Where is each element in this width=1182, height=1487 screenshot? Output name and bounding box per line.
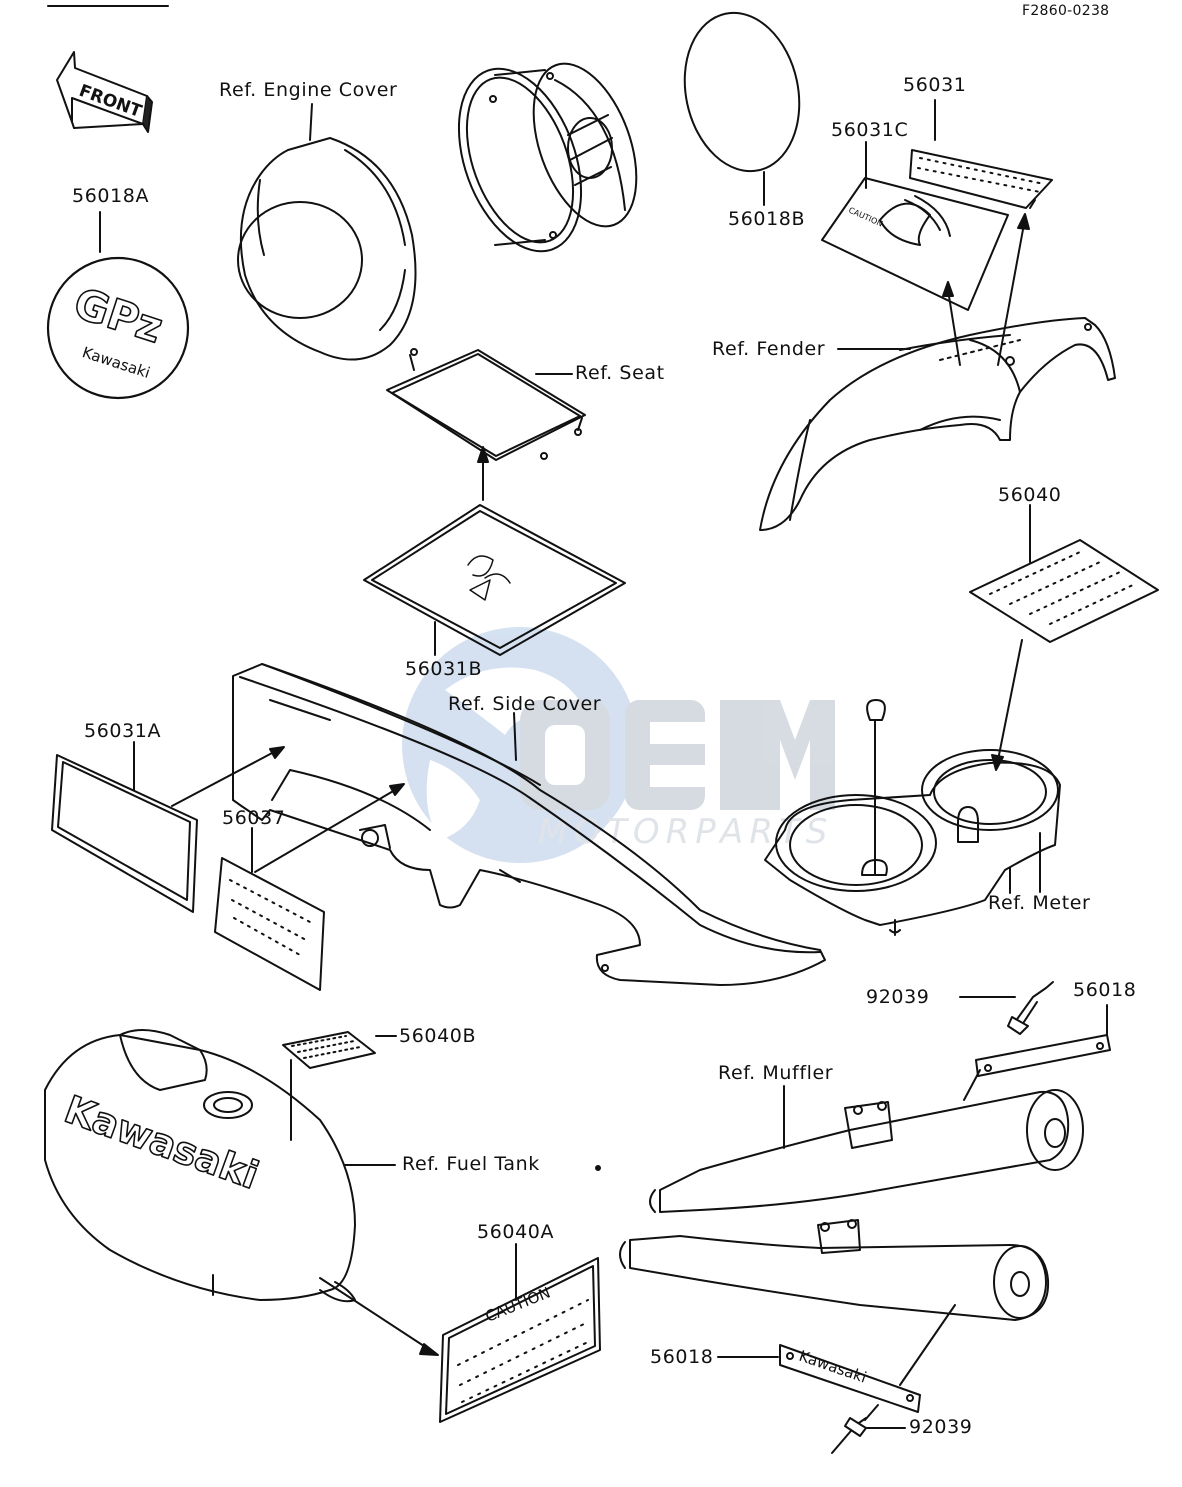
badge-56018A: GPz Kawasaki [46,211,190,400]
label-56031: 56031 [903,74,967,96]
label-56018B: 56018B [728,208,806,230]
headlight-body [457,62,638,253]
fastener-92039-bottom [831,1404,906,1454]
decal-56031B [363,504,626,656]
tank-brand-text: Kawasaki [59,1087,264,1198]
label-meter: Ref. Meter [988,892,1091,914]
label-56040A: 56040A [477,1221,555,1243]
label-56018A: 56018A [72,185,150,207]
label-56031A: 56031A [84,720,162,742]
label-engine-cover: Ref. Engine Cover [219,79,398,101]
label-side-cover: Ref. Side Cover [448,693,602,715]
engine-cover [237,103,417,361]
label-fender: Ref. Fender [712,338,826,360]
emblem-56018-bottom: Kawasaki [717,1344,921,1413]
fastener-92039-top [959,981,1054,1035]
decal-56040A: CAUTION [319,1243,601,1423]
decal-56031C: CAUTION [821,141,1009,311]
muffler-emblem-text: Kawasaki [797,1347,869,1387]
decal-56031 [909,99,1053,209]
label-seat: Ref. Seat [575,362,665,384]
label-56040: 56040 [998,484,1062,506]
label-muffler: Ref. Muffler [718,1062,834,1084]
caution-decal-text: CAUTION [483,1283,553,1325]
fender [759,317,1116,531]
front-arrow: FRONT [56,51,153,133]
decal-56040 [969,504,1159,643]
watermark: MOTORPARTS [402,627,835,863]
badge-kawasaki-text: Kawasaki [80,343,152,382]
label-56037: 56037 [222,807,286,829]
label-56040B: 56040B [399,1025,477,1047]
muffler-lower [619,1219,1050,1386]
speck [595,1165,601,1171]
decal-56037 [214,783,405,991]
lens-56018B [683,11,801,206]
label-56031B: 56031B [405,658,483,680]
badge-gpz-text: GPz [68,278,168,352]
seat-panel [386,348,586,501]
fuel-tank: Kawasaki [44,1029,356,1303]
diagram-code: F2860-0238 [1022,3,1110,19]
bracket-56018-top [963,1004,1111,1101]
label-56031C: 56031C [831,119,909,141]
fender-arrows [942,213,1030,366]
muffler-upper [649,1085,1084,1213]
watermark-subtitle: MOTORPARTS [538,812,833,852]
decal-56040B [282,1031,397,1141]
label-56018-top: 56018 [1073,979,1137,1001]
side-cover [232,663,826,986]
label-92039-top: 92039 [866,986,930,1008]
caution-decal-small-text: CAUTION [847,206,884,229]
label-92039-bottom: 92039 [909,1416,973,1438]
label-fuel-tank: Ref. Fuel Tank [402,1153,540,1175]
meter [764,699,1061,936]
label-56018-bottom: 56018 [650,1346,714,1368]
decal-56031A [51,741,285,913]
